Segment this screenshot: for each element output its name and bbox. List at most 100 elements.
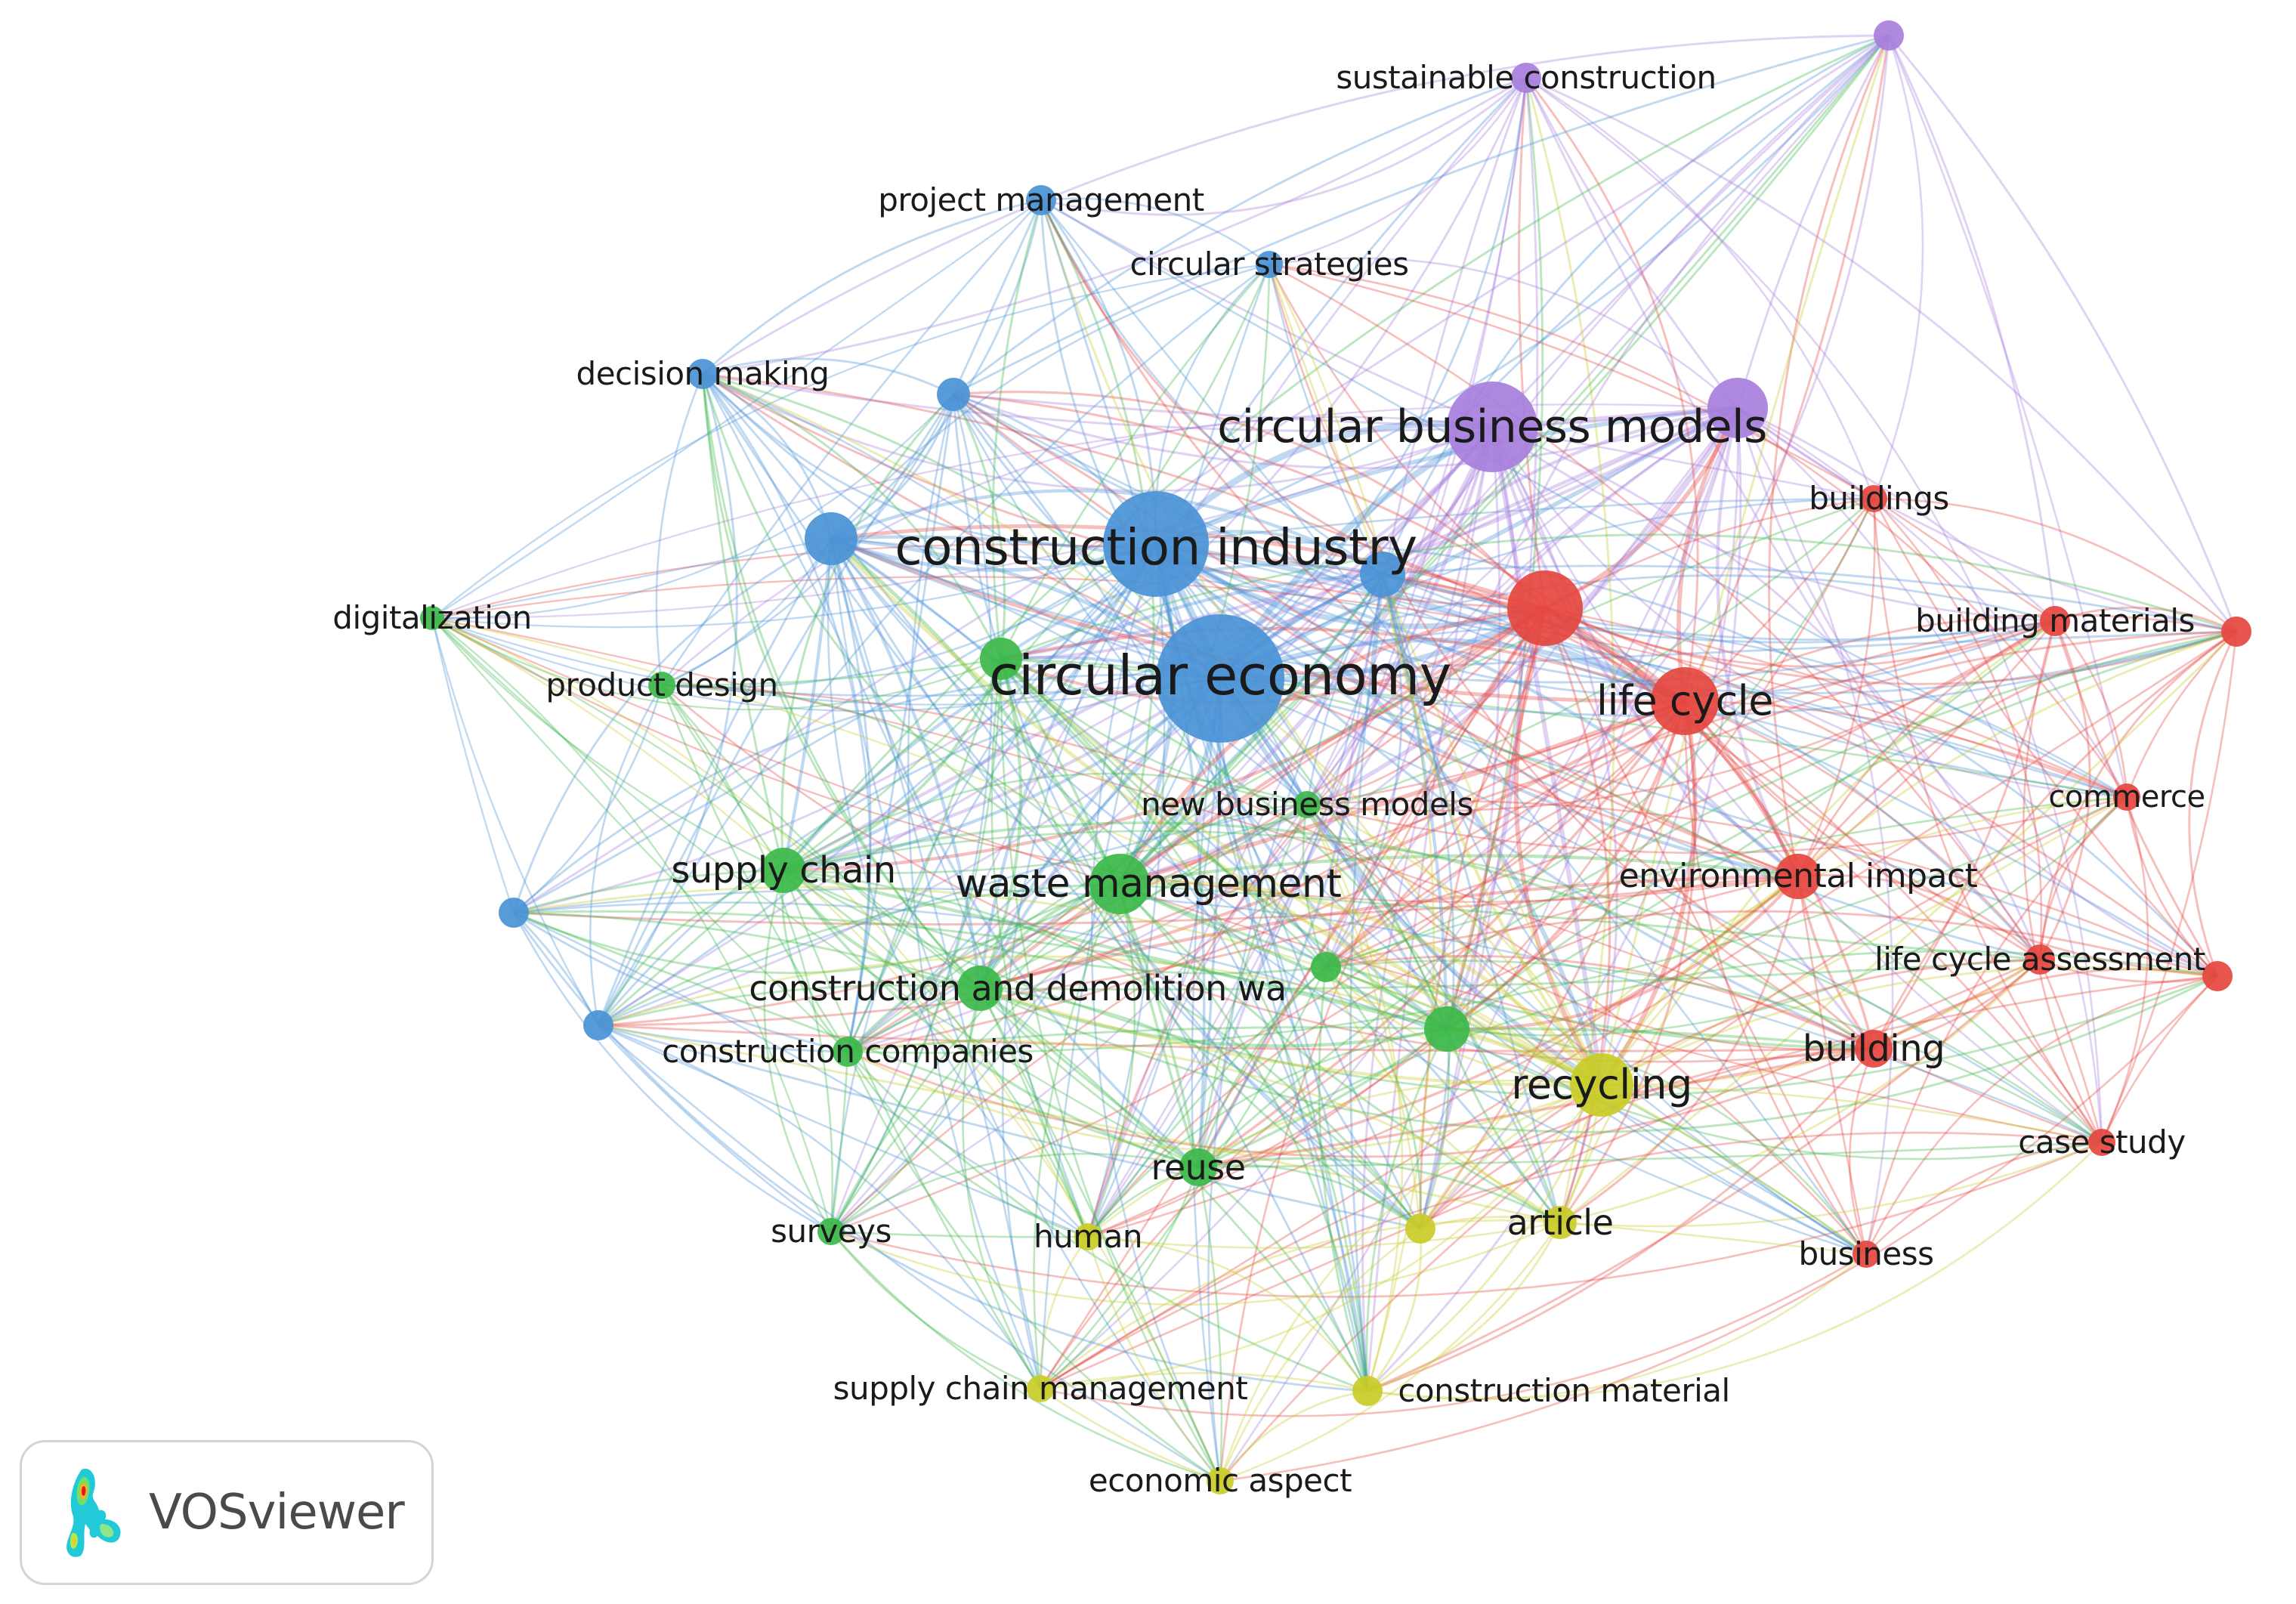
network-node[interactable] (805, 512, 858, 565)
network-node[interactable] (1651, 667, 1719, 735)
network-node[interactable] (1103, 491, 1209, 597)
network-edge (1155, 542, 2128, 799)
network-node[interactable] (761, 848, 806, 893)
node-label[interactable]: circular strategies (1129, 246, 1409, 283)
network-edge (598, 1024, 1042, 1389)
network-node[interactable] (1447, 382, 1537, 472)
network-edge (1559, 1221, 1867, 1256)
network-node[interactable] (648, 672, 675, 699)
network-node[interactable] (1853, 1241, 1880, 1268)
network-node[interactable] (1179, 1148, 1217, 1186)
network-node[interactable] (688, 359, 718, 389)
node-label[interactable]: construction material (1398, 1372, 1730, 1409)
network-node[interactable] (1311, 952, 1341, 982)
node-label[interactable]: environmental impact (1618, 857, 1978, 895)
network-node[interactable] (1405, 1213, 1435, 1244)
network-node[interactable] (2025, 944, 2055, 975)
network-edge (1446, 1028, 2103, 1161)
network-node[interactable] (1156, 614, 1284, 743)
node-label[interactable]: supply chain (671, 849, 896, 892)
network-node[interactable] (1707, 378, 1768, 438)
node-label[interactable]: construction and demolition wa (749, 968, 1287, 1009)
network-node[interactable] (2221, 617, 2251, 647)
network-edge (1446, 630, 2237, 1031)
node-label[interactable]: economic aspect (1088, 1462, 1352, 1499)
network-node[interactable] (1855, 1030, 1893, 1068)
network-edge (979, 874, 1799, 991)
network-node[interactable] (1775, 854, 1821, 899)
node-label[interactable]: decision making (576, 355, 830, 392)
network-node[interactable] (1860, 485, 1887, 512)
network-node[interactable] (957, 966, 1003, 1011)
node-label[interactable]: waste management (955, 861, 1342, 907)
node-label[interactable]: construction companies (662, 1033, 1034, 1070)
node-label[interactable]: new business models (1141, 786, 1473, 823)
node-label[interactable]: circular economy (989, 644, 1451, 707)
network-node[interactable] (1874, 20, 1904, 51)
node-label[interactable]: recycling (1511, 1061, 1692, 1108)
node-label[interactable]: sustainable construction (1336, 59, 1717, 96)
node-label[interactable]: building (1802, 1028, 1945, 1070)
node-label[interactable]: business (1798, 1235, 1934, 1272)
network-edge (1445, 426, 1522, 1030)
node-label[interactable]: digitalization (332, 599, 532, 636)
network-node[interactable] (1352, 1376, 1383, 1406)
network-node[interactable] (1026, 185, 1056, 215)
node-label[interactable]: surveys (771, 1213, 892, 1250)
network-node[interactable] (1293, 791, 1321, 818)
node-label[interactable]: product design (545, 666, 778, 703)
node-label[interactable]: case study (2018, 1123, 2186, 1161)
network-node[interactable] (817, 1218, 845, 1245)
node-label[interactable]: buildings (1809, 480, 1949, 517)
network-edge (2038, 630, 2237, 960)
network-edge (1087, 498, 1875, 1238)
network-node[interactable] (1507, 570, 1583, 646)
network-edge (1544, 607, 1868, 1255)
network-node[interactable] (2040, 606, 2070, 636)
node-label[interactable]: human (1033, 1218, 1143, 1255)
network-edge (1197, 1166, 1369, 1392)
network-edge (431, 617, 981, 989)
network-node[interactable] (1074, 1223, 1102, 1250)
network-edge (1797, 498, 1876, 877)
network-node[interactable] (2113, 783, 2140, 811)
network-edge (1000, 425, 1494, 660)
node-label[interactable]: life cycle assessment (1874, 941, 2205, 978)
network-edge (1219, 975, 2218, 1482)
network-node[interactable] (1089, 854, 1150, 914)
network-edge (431, 617, 1002, 711)
network-node[interactable] (937, 378, 970, 411)
network-node[interactable] (1256, 251, 1283, 278)
network-node[interactable] (1424, 1006, 1469, 1052)
network-node[interactable] (420, 606, 444, 630)
node-label[interactable]: construction industry (895, 518, 1417, 576)
network-edge (1219, 626, 2128, 799)
node-label[interactable]: article (1506, 1202, 1614, 1243)
network-node[interactable] (583, 1010, 613, 1040)
node-label[interactable]: supply chain management (833, 1370, 1248, 1407)
network-edge (830, 199, 1043, 540)
network-edge (1873, 958, 2041, 1050)
node-label[interactable]: project management (878, 181, 1204, 218)
network-nodes (420, 20, 2251, 1494)
node-label[interactable]: building materials (1915, 602, 2195, 639)
network-node[interactable] (1570, 1053, 1633, 1117)
network-edge (513, 77, 1528, 914)
network-node[interactable] (1511, 63, 1541, 93)
network-node[interactable] (1544, 1206, 1577, 1239)
node-label[interactable]: life cycle (1596, 677, 1773, 725)
node-label[interactable]: reuse (1151, 1147, 1246, 1188)
network-node[interactable] (833, 1037, 863, 1067)
network-node[interactable] (980, 638, 1022, 680)
network-node[interactable] (499, 898, 529, 928)
network-node[interactable] (1027, 1375, 1054, 1402)
network-node[interactable] (2088, 1129, 2115, 1156)
network-node[interactable] (1207, 1467, 1234, 1494)
node-label[interactable]: commerce (2048, 780, 2205, 814)
network-node[interactable] (2202, 961, 2233, 991)
network-node[interactable] (1360, 552, 1405, 597)
node-label[interactable]: circular business models (1217, 400, 1767, 453)
network-edge (1197, 700, 1686, 1169)
network-edge (978, 573, 1383, 989)
